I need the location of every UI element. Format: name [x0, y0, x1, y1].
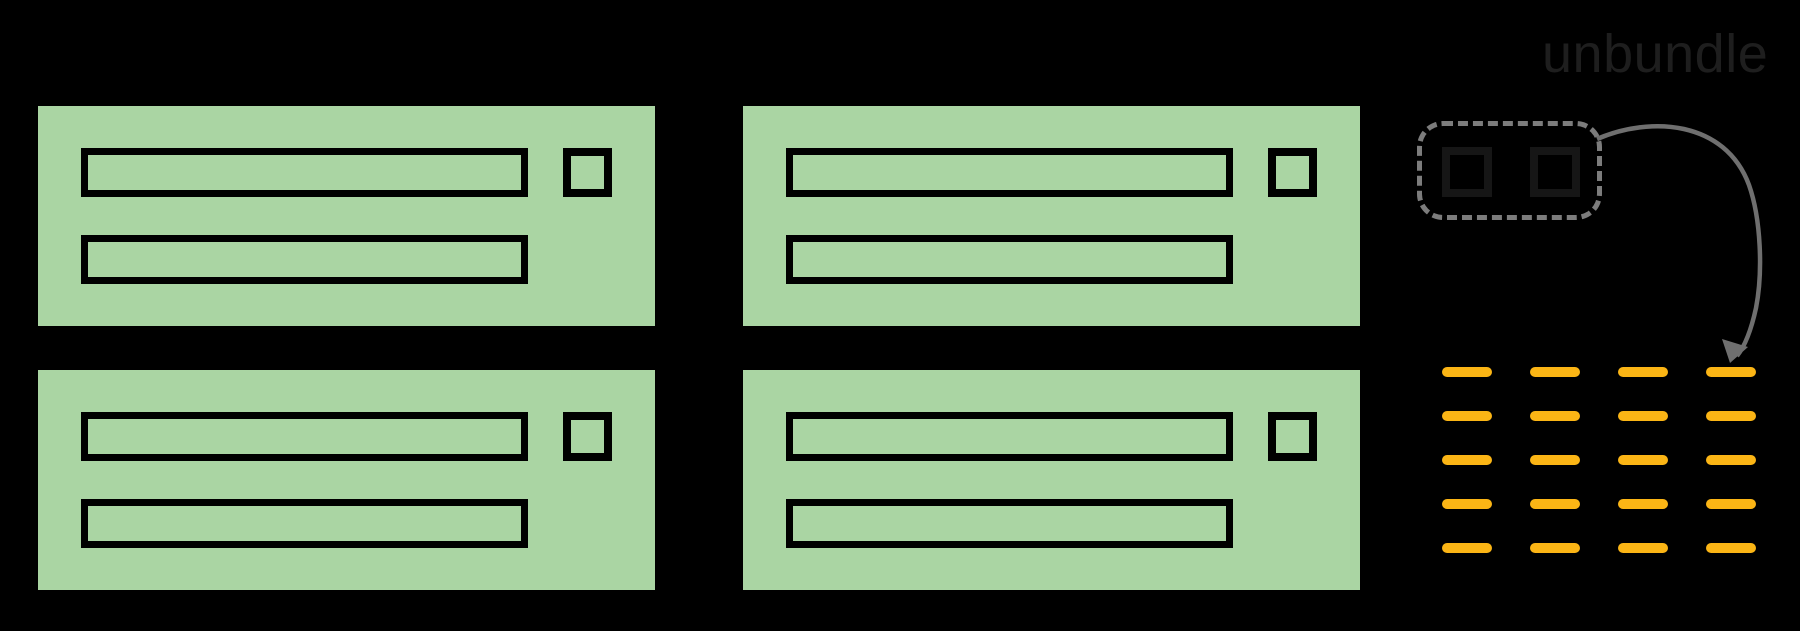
weight-bar: [81, 148, 528, 197]
unbundled-weight-dash: [1706, 411, 1756, 421]
unbundled-weight-dash: [1618, 499, 1668, 509]
unbundle-arrowhead-icon: [1722, 339, 1748, 363]
unbundled-weight-dash: [1530, 455, 1580, 465]
weight-square: [1268, 412, 1317, 461]
unbundled-weight-dash: [1442, 411, 1492, 421]
unbundled-weight-dash: [1442, 367, 1492, 377]
weight-card-bottom-left: [38, 370, 655, 590]
unbundled-weight-dash: [1442, 499, 1492, 509]
unbundled-weight-dash: [1706, 455, 1756, 465]
bundle-dashed-box: [1417, 121, 1602, 220]
unbundled-weight-dash: [1618, 455, 1668, 465]
weight-card-top-left: [38, 106, 655, 326]
unbundle-label: unbundle: [1542, 24, 1769, 84]
unbundled-weight-dash: [1530, 499, 1580, 509]
weight-bar: [786, 148, 1233, 197]
weight-bar: [786, 499, 1233, 548]
unbundled-weight-dash: [1530, 367, 1580, 377]
weight-square: [563, 148, 612, 197]
unbundled-weight-dash: [1442, 543, 1492, 553]
unbundled-weight-dash: [1618, 411, 1668, 421]
weight-square: [1268, 148, 1317, 197]
weight-bar: [786, 235, 1233, 284]
unbundled-weight-dash: [1530, 543, 1580, 553]
unbundled-weight-dash: [1442, 455, 1492, 465]
weight-bar: [81, 499, 528, 548]
unbundled-dash-grid: [1442, 367, 1756, 553]
bundled-square: [1530, 147, 1580, 197]
unbundled-weight-dash: [1618, 367, 1668, 377]
weight-card-bottom-right: [743, 370, 1360, 590]
unbundled-weight-dash: [1706, 367, 1756, 377]
unbundled-weight-dash: [1706, 499, 1756, 509]
bundled-square: [1442, 147, 1492, 197]
unbundled-weight-dash: [1706, 543, 1756, 553]
weight-square: [563, 412, 612, 461]
unbundled-weight-dash: [1618, 543, 1668, 553]
weight-bar: [81, 235, 528, 284]
unbundle-arrow-curve: [1596, 124, 1763, 358]
unbundled-weight-dash: [1530, 411, 1580, 421]
weight-card-top-right: [743, 106, 1360, 326]
weight-bar: [81, 412, 528, 461]
weight-bar: [786, 412, 1233, 461]
